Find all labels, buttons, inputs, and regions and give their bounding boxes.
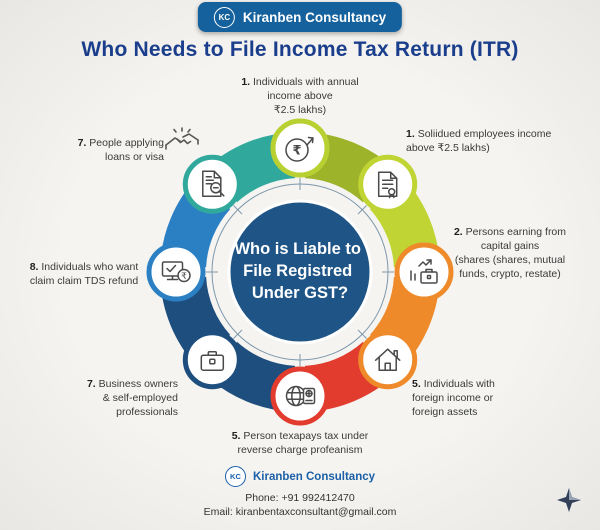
- monitor-rupee-icon: ₹: [146, 242, 206, 302]
- header-brand-badge: KC Kiranben Consultancy: [197, 2, 403, 32]
- footer-phone: Phone: +91 992412470: [245, 492, 355, 504]
- capital-gains-icon: [394, 242, 454, 302]
- center-tick-ring: [206, 178, 394, 366]
- certificate-icon: [358, 154, 418, 214]
- footer-kc-logo-icon: KC: [224, 466, 246, 487]
- kc-logo-icon: KC: [213, 6, 235, 28]
- globe-passport-icon: [270, 366, 330, 426]
- label-salaried-employees: 1. Soliidued employees income above ₹2.5…: [406, 128, 552, 155]
- kc-logo-text: KC: [218, 12, 231, 22]
- center-circle: [227, 199, 373, 345]
- rupee-growth-icon: ₹: [270, 118, 330, 178]
- center-question: Who is Liable to File Registred Under GS…: [234, 240, 365, 302]
- house-icon: [358, 330, 418, 390]
- label-loans-visa: 7. People applying loans or visa: [77, 137, 164, 164]
- handshake-icon: [165, 127, 199, 150]
- document-audit-icon: [182, 154, 242, 214]
- label-reverse-charge: 5. Person texapays tax under reverse cha…: [231, 430, 369, 457]
- sparkle-icon: [557, 488, 581, 512]
- label-business-owners: 7. Business owners & self-employed profe…: [86, 378, 178, 419]
- page-title: Who Needs to File Income Tax Return (ITR…: [81, 38, 519, 61]
- briefcase-icon: [182, 330, 242, 390]
- label-tds-refund: 8. Individuals who want claim claim TDS …: [29, 261, 139, 288]
- footer-email: Email: kiranbentaxconsultant@gmail.com: [203, 506, 397, 518]
- footer-brand: KC Kiranben Consultancy: [0, 466, 600, 487]
- label-foreign-income: 5. Individuals with foreign income or fo…: [412, 378, 495, 419]
- svg-text:₹: ₹: [181, 271, 187, 281]
- footer-brand-name: Kiranben Consultancy: [252, 470, 376, 483]
- label-capital-gains: 2. Persons earning from capital gains (s…: [453, 226, 567, 281]
- label-annual-income: 1. Individuals with annual income above …: [241, 76, 359, 117]
- svg-text:₹: ₹: [292, 143, 301, 158]
- brand-name: Kiranben Consultancy: [242, 9, 387, 25]
- itr-wheel-diagram: Who is Liable to File Registred Under GS…: [146, 118, 454, 426]
